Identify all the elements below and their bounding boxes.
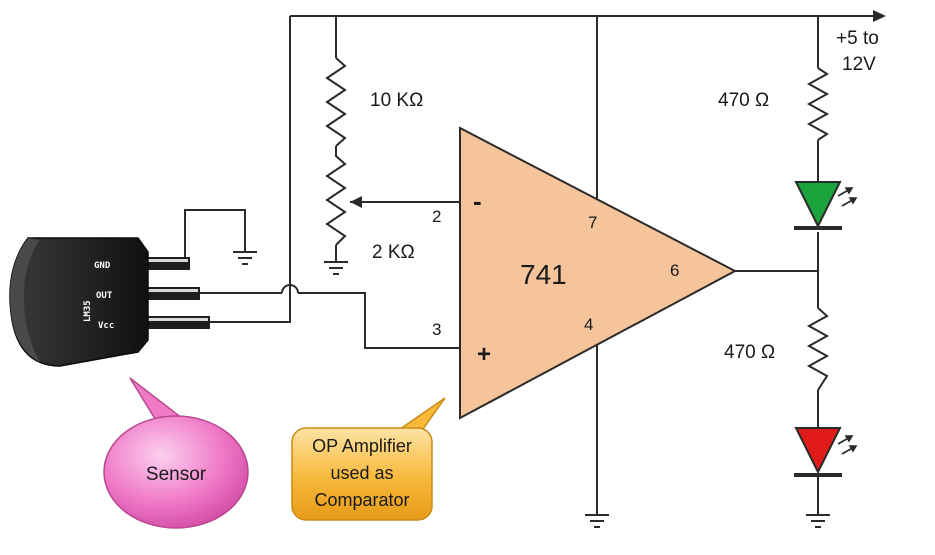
wire-hop	[281, 284, 299, 294]
ground-icon	[585, 514, 609, 528]
sensor-callout: Sensor	[103, 377, 249, 529]
sensor-callout-text: Sensor	[146, 464, 207, 485]
pin-3-label: 3	[432, 320, 441, 339]
lm35-sensor: GND OUT Vcc LM35	[9, 237, 210, 367]
resistor-470-red-icon	[806, 307, 830, 391]
comparator-callout-line1: OP Amplifier	[312, 436, 412, 456]
led-green-icon	[794, 181, 858, 230]
resistor-470-green-label: 470 Ω	[718, 90, 769, 111]
ground-icon	[324, 261, 348, 275]
supply-label-line1: +5 to	[836, 28, 879, 49]
vcc-wire	[208, 16, 291, 323]
supply-label-line2: 12V	[842, 54, 876, 75]
gnd-wire	[184, 209, 246, 266]
resistor-470-red-label: 470 Ω	[724, 342, 775, 363]
ground-icon	[233, 251, 257, 265]
resistor-470-green-icon	[806, 67, 830, 141]
resistor-10k-icon	[325, 57, 347, 147]
wires	[184, 15, 873, 515]
ground-symbols	[233, 251, 830, 528]
comparator-callout-line3: Comparator	[314, 490, 409, 510]
wiper-arrow-icon	[350, 196, 362, 208]
chip-name: LM35	[83, 300, 93, 322]
chip-pin-out: OUT	[96, 291, 113, 301]
resistor-2k-icon	[325, 146, 347, 246]
ground-icon	[806, 514, 830, 528]
resistor-10k-label: 10 KΩ	[370, 90, 423, 111]
pin-4-label: 4	[584, 315, 593, 334]
led-red-icon	[794, 427, 858, 477]
pin-2-label: 2	[432, 207, 441, 226]
chip-pin-gnd: GND	[94, 261, 111, 271]
comparator-callout: OP Amplifier used as Comparator	[291, 397, 446, 521]
out-wire-b	[298, 292, 460, 349]
resistor-2k-label: 2 KΩ	[372, 242, 415, 263]
resistors	[325, 57, 830, 391]
supply-arrow-icon	[873, 10, 886, 22]
opamp-triangle	[459, 126, 738, 420]
opamp-minus-sign: -	[473, 186, 482, 216]
opamp-plus-sign: +	[477, 341, 491, 368]
comparator-callout-line2: used as	[330, 463, 393, 483]
opamp-name: 741	[520, 259, 567, 290]
pin-6-label: 6	[670, 261, 679, 280]
pin-7-label: 7	[588, 213, 597, 232]
chip-pin-vcc: Vcc	[98, 321, 114, 331]
